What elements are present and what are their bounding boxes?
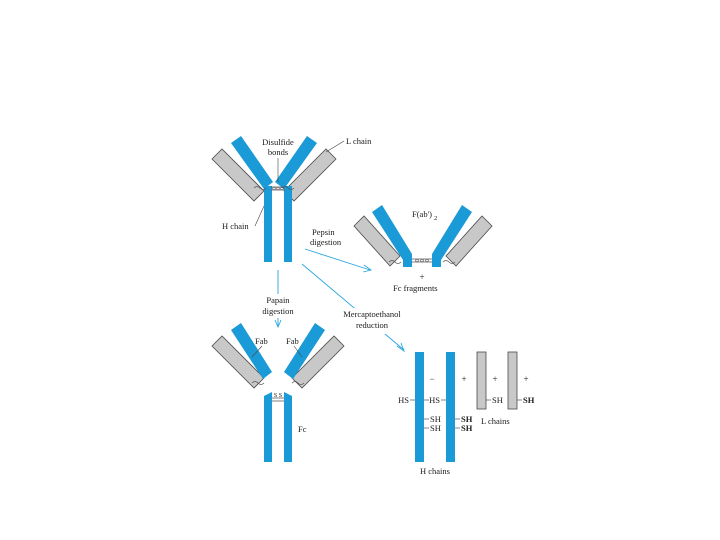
fab2-subscript: 2 [434,215,437,222]
pepsin-plus: + [419,272,424,282]
merc-label-bg [330,308,414,334]
h1-hs-label: HS [398,395,409,405]
h1-sh-label-2: SH [430,423,441,433]
fab2-hinge-left [403,254,412,267]
l-chain-1-charge: + [492,374,497,384]
l-chain-label: L chain [346,136,372,146]
sh-ticks [410,399,522,429]
mercaptoethanol-arrow [301,263,405,351]
fab2-heavy-arm-left [372,205,412,260]
h-chain-2-charge: + [461,374,466,384]
fab2-hinge-right [432,254,441,267]
mercaptoethanol-reduction: Mercaptoethanol reduction − + + + HS SH … [301,263,535,476]
fab2-light-chain-left [353,215,401,267]
fab-label-right: Fab [286,336,299,346]
fab-label-left: Fab [255,336,268,346]
l-chain-leader [325,140,345,153]
fc-fragments-label: Fc fragments [393,283,438,293]
l2-sh-label: SH [523,395,535,405]
fab2-disulfide-marks [388,258,456,264]
papain-arrowhead [274,319,282,329]
intact-antibody: Disulfide bonds L chain H chain [211,136,372,262]
mercaptoethanol-arrowhead [396,342,405,353]
h2-hs-label: HS [429,395,440,405]
heavy-chain-arm-right [275,136,317,189]
heavy-chain-stem-left [264,186,272,262]
pepsin-arrow [304,248,371,271]
l-chain-1 [476,351,487,410]
h-chain-1 [415,352,424,462]
fc-chain-right [284,392,292,462]
mercaptoethanol-label-1: Mercaptoethanol [343,309,401,319]
l-chain-2 [507,351,518,410]
fc-ss-label: S S [274,393,282,399]
papain-label-bg [256,294,300,318]
l-chain-2-charge: + [523,374,528,384]
pepsin-label-1: Pepsin [312,227,335,237]
h-chain-1-charge: − [429,374,434,384]
pepsin-arrowhead [362,264,373,273]
disulfide-bonds-label-2: bonds [268,147,288,157]
heavy-chain-arm-left [231,136,273,189]
fab-right-leader [293,345,303,358]
papain-digestion: Papain digestion Fab Fab S S Fc [211,270,345,462]
pepsin-label-2: digestion [310,237,342,247]
papain-label-1: Papain [266,295,290,305]
h1-sh-label-1: SH [430,414,441,424]
fab-heavy-chain-left [231,323,272,379]
h-chain-label: H chain [222,221,249,231]
fab-left-leader [251,345,263,358]
fab-heavy-chain-right [284,323,325,379]
h-chain-2 [446,352,455,462]
heavy-chain-stem-right [284,186,292,262]
fab2-light-chain-right [445,215,493,267]
h2-sh-label-1: SH [461,414,473,424]
disulfide-bonds-label-1: Disulfide [262,137,294,147]
mercaptoethanol-label-2: reduction [356,320,389,330]
fab-disulfide-marks [251,381,305,385]
disulfide-bond-marks [253,186,295,191]
papain-label-2: digestion [262,306,294,316]
fab2-heavy-arm-right [432,205,472,260]
h2-sh-label-2: SH [461,423,473,433]
fab2-label: F(ab') [412,209,432,219]
l-chains-label: L chains [481,416,510,426]
h-chains-label: H chains [420,466,450,476]
fc-disulfide-marks [272,397,284,402]
fc-chain-left [264,392,272,462]
pepsin-digestion: Pepsin digestion F(ab') 2 + Fc fragments [304,205,493,293]
h-chain-leader [254,205,265,227]
fc-label: Fc [298,424,307,434]
l1-sh-label: SH [492,395,503,405]
